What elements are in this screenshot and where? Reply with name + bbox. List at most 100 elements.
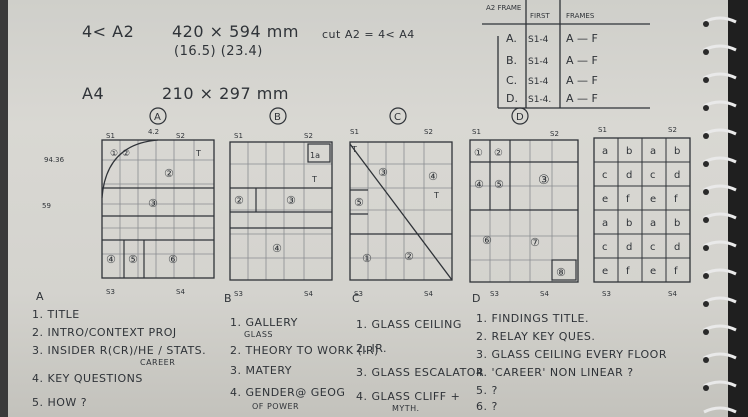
grid-letter: a [602, 146, 608, 157]
layout-a-top-right: S2 [176, 132, 185, 140]
list-item: 2. INTRO/CONTEXT PROJ [32, 326, 177, 339]
layout-a-cell: ② [122, 149, 130, 159]
frame-table: A2 FRAME FIRST FRAMES A. S1-4 A — F B. S… [478, 0, 658, 112]
grid-letter: d [626, 170, 632, 181]
a2-dimensions: 420 × 594 mm [172, 22, 299, 41]
layout-b-label: B [274, 112, 281, 123]
layout-c-top-left: S1 [350, 128, 359, 136]
layout-d-cell: ⑤ [494, 178, 504, 191]
list-item: 3. INSIDER R(CR)/HE / STATS. [32, 344, 206, 357]
table-row-frames: A — F [566, 74, 598, 87]
layout-d-bottom-left: S3 [490, 290, 499, 298]
layout-e-bottom-right: S4 [668, 290, 677, 298]
list-item: 4. GENDER@ GEOG [230, 386, 345, 399]
layout-d-cell: ④ [474, 178, 484, 191]
grid-letter: e [650, 194, 656, 205]
list-a-label: A [36, 290, 44, 303]
layout-c-cell: ⑤ [354, 196, 364, 209]
layout-a-cell: T [195, 149, 201, 158]
layout-a-cell: ④ [106, 253, 116, 266]
table-header-frame: A2 FRAME [486, 4, 521, 12]
table-row-frames: A — F [566, 54, 598, 67]
layout-c-cell: T [433, 191, 439, 200]
a4-size-label: A4 [82, 84, 104, 103]
grid-letter: c [602, 170, 608, 181]
table-row-first: S1-4 [528, 57, 549, 67]
layout-a-cell: ⑤ [128, 253, 138, 266]
layout-e-top-right: S2 [668, 126, 677, 134]
layout-e-bottom-left: S3 [602, 290, 611, 298]
list-item: 3. MATERY [230, 364, 292, 377]
layout-e-top-left: S1 [598, 126, 607, 134]
layout-c-label: C [394, 112, 401, 123]
layout-a-side-note-2: 59 [42, 202, 51, 210]
layout-a-sketch: A S1 4.2 S2 94.36 59 ① ② ② ③ ④ ⑤ ⑥ T S3 … [40, 104, 220, 304]
list-b-sub-2: OF POWER [252, 402, 299, 411]
table-header-frames: FRAMES [566, 12, 595, 20]
list-item: 5. HOW ? [32, 396, 87, 409]
layout-c-cell: T [351, 145, 357, 154]
grid-letter: b [674, 218, 680, 229]
page-edge-shadow [0, 0, 8, 417]
layout-c-sketch: C S1 S2 T ③ ④ ⑤ T ① ② S3 S4 [340, 104, 460, 304]
layout-a-bottom-left: S3 [106, 288, 115, 296]
grid-letter: d [626, 242, 632, 253]
layout-a-bottom-right: S4 [176, 288, 185, 296]
grid-letter: c [602, 242, 608, 253]
layout-b-sketch: B S1 S2 1a ② ③ ④ T S3 S4 [220, 104, 340, 304]
a2-cut-note: cut A2 = 4< A4 [322, 28, 415, 41]
grid-letter: c [650, 242, 656, 253]
grid-letter: c [650, 170, 656, 181]
list-item: 2. RELAY KEY QUES. [476, 330, 595, 343]
layout-d-cell: ⑧ [556, 266, 566, 279]
grid-letter: a [650, 218, 656, 229]
list-item: 3. GLASS ESCALATOR [356, 366, 484, 379]
table-row-first: S1-4 [528, 77, 549, 87]
grid-letter: e [650, 266, 656, 277]
layout-d-cell: ⑥ [482, 234, 492, 247]
list-a-sub: CAREER [140, 358, 175, 367]
layout-a-cell: ① [110, 149, 118, 159]
layout-c-cell: ③ [378, 166, 388, 179]
table-row-frame: B. [506, 54, 517, 67]
layout-a-side-note: 94.36 [44, 156, 65, 164]
grid-letter: b [626, 218, 632, 229]
layout-c-top-right: S2 [424, 128, 433, 136]
list-d-label: D [472, 292, 481, 305]
table-row-frame: C. [506, 74, 517, 87]
layout-d-cell: ① [474, 148, 483, 159]
list-item: 4. KEY QUESTIONS [32, 372, 143, 385]
grid-letter: f [626, 194, 630, 205]
a4-dimensions: 210 × 297 mm [162, 84, 289, 103]
spiral-binding [700, 0, 748, 417]
list-item: 1. GLASS CEILING [356, 318, 462, 331]
table-header-first: FIRST [530, 12, 550, 20]
layout-d-sketch: D S1 S2 ① ② ③ ④ ⑤ ⑥ ⑦ ⑧ S3 S4 [460, 104, 590, 304]
grid-letter: b [626, 146, 632, 157]
layout-b-cell: ③ [286, 194, 296, 207]
layout-a-cell: ② [164, 167, 174, 180]
layout-c-cell: ④ [428, 170, 438, 183]
grid-letter: e [602, 266, 608, 277]
layout-d-top-right: S2 [550, 130, 559, 138]
layout-c-cell: ② [404, 250, 414, 263]
layout-c-cell: ① [362, 252, 372, 265]
layout-a-cell: ③ [148, 197, 158, 210]
grid-letter: f [674, 194, 678, 205]
list-item: 6. ? [476, 400, 498, 413]
table-row-frame: A. [506, 32, 517, 45]
list-item: 1. GALLERY [230, 316, 298, 329]
layout-b-cell: ④ [272, 242, 282, 255]
list-item: 1. TITLE [32, 308, 80, 321]
list-item: 1. FINDINGS TITLE. [476, 312, 589, 325]
layout-b-bottom-left: S3 [234, 290, 243, 298]
layout-b-cell: 1a [310, 151, 320, 160]
a2-inches: (16.5) (23.4) [174, 44, 263, 59]
list-item: 4. GLASS CLIFF + [356, 390, 460, 403]
list-item: 4. 'CAREER' NON LINEAR ? [476, 366, 634, 379]
layout-d-cell: ③ [538, 173, 550, 188]
layout-d-label: D [516, 112, 524, 123]
list-item: 5. ? [476, 384, 498, 397]
list-item: 3. GLASS CEILING EVERY FLOOR [476, 348, 667, 361]
